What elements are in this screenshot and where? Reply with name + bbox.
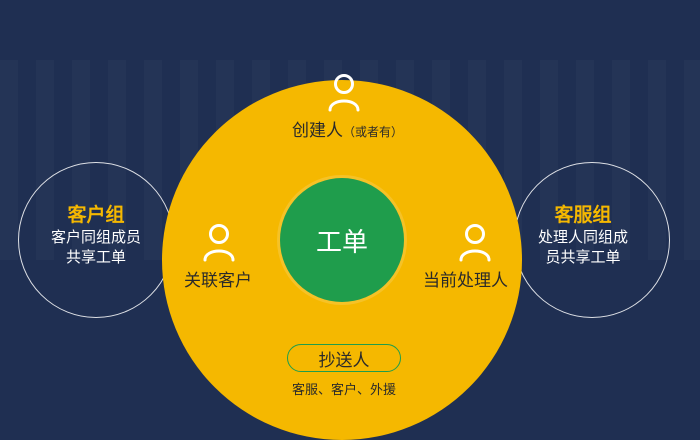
person-icon [201, 222, 237, 262]
ticket-center-circle [280, 178, 404, 302]
ticket-center-label: 工单 [315, 227, 368, 258]
person-icon [326, 72, 362, 112]
cc-badge: 抄送人 [287, 344, 401, 372]
diagram-canvas: 客户组 客户同组成员 共享工单 客服组 处理人同组成 员共享工单 创建人（或者有… [0, 60, 700, 440]
service-group-text: 客服组 处理人同组成 员共享工单 [508, 203, 658, 267]
service-group-desc-line1: 处理人同组成 [537, 228, 628, 246]
cc-description: 客服、客户、外援 [291, 383, 396, 398]
related-customer-label: 关联客户 [184, 271, 252, 291]
customer-group-text: 客户组 客户同组成员 共享工单 [21, 203, 171, 267]
service-group-title: 客服组 [554, 204, 612, 226]
customer-group-desc-line1: 客户同组成员 [50, 228, 141, 246]
creator-label: 创建人（或者有） [292, 116, 403, 141]
customer-group-title: 客户组 [67, 204, 125, 226]
creator-label-text: 创建人 [292, 121, 343, 141]
person-icon [457, 222, 493, 262]
current-handler-label: 当前处理人 [423, 271, 508, 291]
service-group-desc-line2: 员共享工单 [545, 248, 621, 266]
customer-group-desc-line2: 共享工单 [65, 248, 126, 266]
creator-label-sub: （或者有） [343, 125, 404, 139]
